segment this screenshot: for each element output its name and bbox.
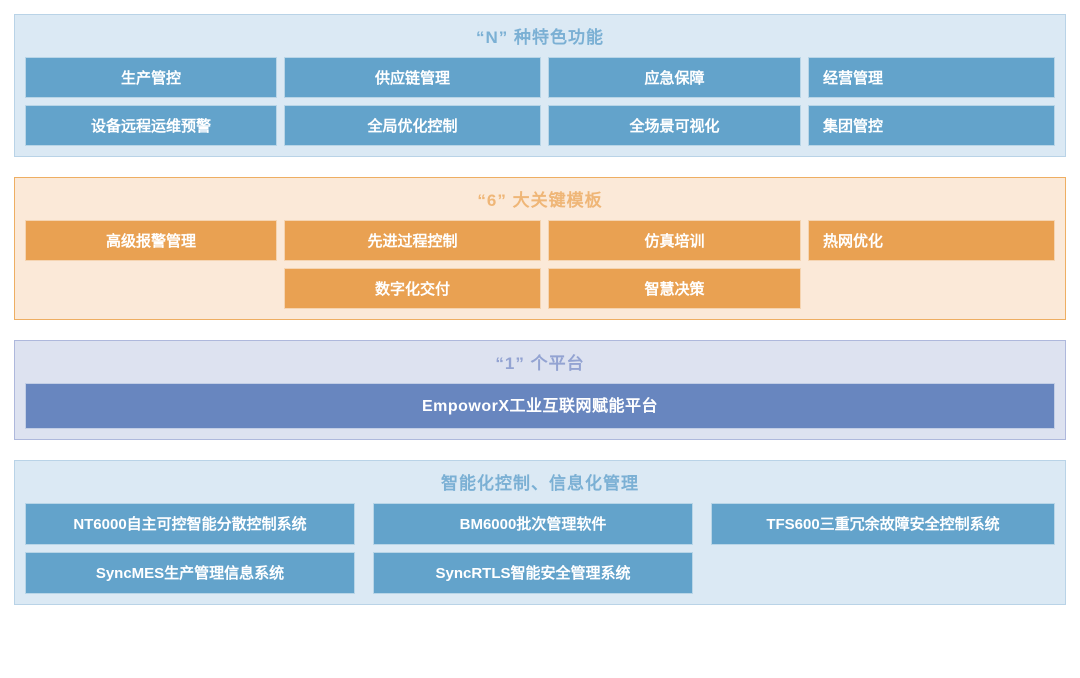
- feature-cell-emergency[interactable]: 应急保障: [548, 57, 801, 98]
- feature-cell-business-management[interactable]: 经营管理: [808, 57, 1055, 98]
- feature-cell-remote-maintenance[interactable]: 设备远程运维预警: [25, 105, 277, 146]
- template-cell-advanced-process-control[interactable]: 先进过程控制: [284, 220, 541, 261]
- template-cell-heat-network-optimization[interactable]: 热网优化: [808, 220, 1055, 261]
- feature-cell-supply-chain[interactable]: 供应链管理: [284, 57, 541, 98]
- features-row-1: 生产管控 供应链管理 应急保障 经营管理: [25, 57, 1055, 98]
- section-platform: “1” 个平台 EmpoworX工业互联网赋能平台: [14, 340, 1066, 440]
- section-systems-title: 智能化控制、信息化管理: [441, 474, 639, 493]
- section-features: “N” 种特色功能 生产管控 供应链管理 应急保障 经营管理 设备远程运维预警 …: [14, 14, 1066, 157]
- feature-cell-production-control[interactable]: 生产管控: [25, 57, 277, 98]
- system-cell-tfs600[interactable]: TFS600三重冗余故障安全控制系统: [711, 503, 1055, 545]
- features-row-2: 设备远程运维预警 全局优化控制 全场景可视化 集团管控: [25, 105, 1055, 146]
- system-cell-syncrtls[interactable]: SyncRTLS智能安全管理系统: [373, 552, 693, 594]
- section-systems: 智能化控制、信息化管理 NT6000自主可控智能分散控制系统 BM6000批次管…: [14, 460, 1066, 605]
- feature-cell-global-optimization[interactable]: 全局优化控制: [284, 105, 541, 146]
- feature-cell-full-scene-visualization[interactable]: 全场景可视化: [548, 105, 801, 146]
- section-templates-title: “6” 大关键模板: [477, 191, 603, 210]
- system-cell-bm6000[interactable]: BM6000批次管理软件: [373, 503, 693, 545]
- systems-row-1: NT6000自主可控智能分散控制系统 BM6000批次管理软件 TFS600三重…: [25, 503, 1055, 545]
- system-cell-syncmes[interactable]: SyncMES生产管理信息系统: [25, 552, 355, 594]
- templates-row-2: 数字化交付 智慧决策: [25, 268, 1055, 309]
- systems-row-2: SyncMES生产管理信息系统 SyncRTLS智能安全管理系统: [25, 552, 1055, 594]
- template-cell-digital-delivery[interactable]: 数字化交付: [284, 268, 541, 309]
- platform-bar-empoworx[interactable]: EmpoworX工业互联网赋能平台: [25, 383, 1055, 429]
- section-templates: “6” 大关键模板 高级报警管理 先进过程控制 仿真培训 热网优化 数字化交付 …: [14, 177, 1066, 320]
- template-cell-spacer-right: [808, 268, 1055, 309]
- template-cell-spacer-left: [25, 268, 277, 309]
- template-cell-simulation-training[interactable]: 仿真培训: [548, 220, 801, 261]
- section-features-title: “N” 种特色功能: [476, 28, 604, 47]
- feature-cell-group-control[interactable]: 集团管控: [808, 105, 1055, 146]
- template-cell-advanced-alarm[interactable]: 高级报警管理: [25, 220, 277, 261]
- system-cell-spacer: [711, 552, 1055, 594]
- template-cell-smart-decision[interactable]: 智慧决策: [548, 268, 801, 309]
- section-platform-title: “1” 个平台: [495, 354, 585, 373]
- templates-row-1: 高级报警管理 先进过程控制 仿真培训 热网优化: [25, 220, 1055, 261]
- system-cell-nt6000[interactable]: NT6000自主可控智能分散控制系统: [25, 503, 355, 545]
